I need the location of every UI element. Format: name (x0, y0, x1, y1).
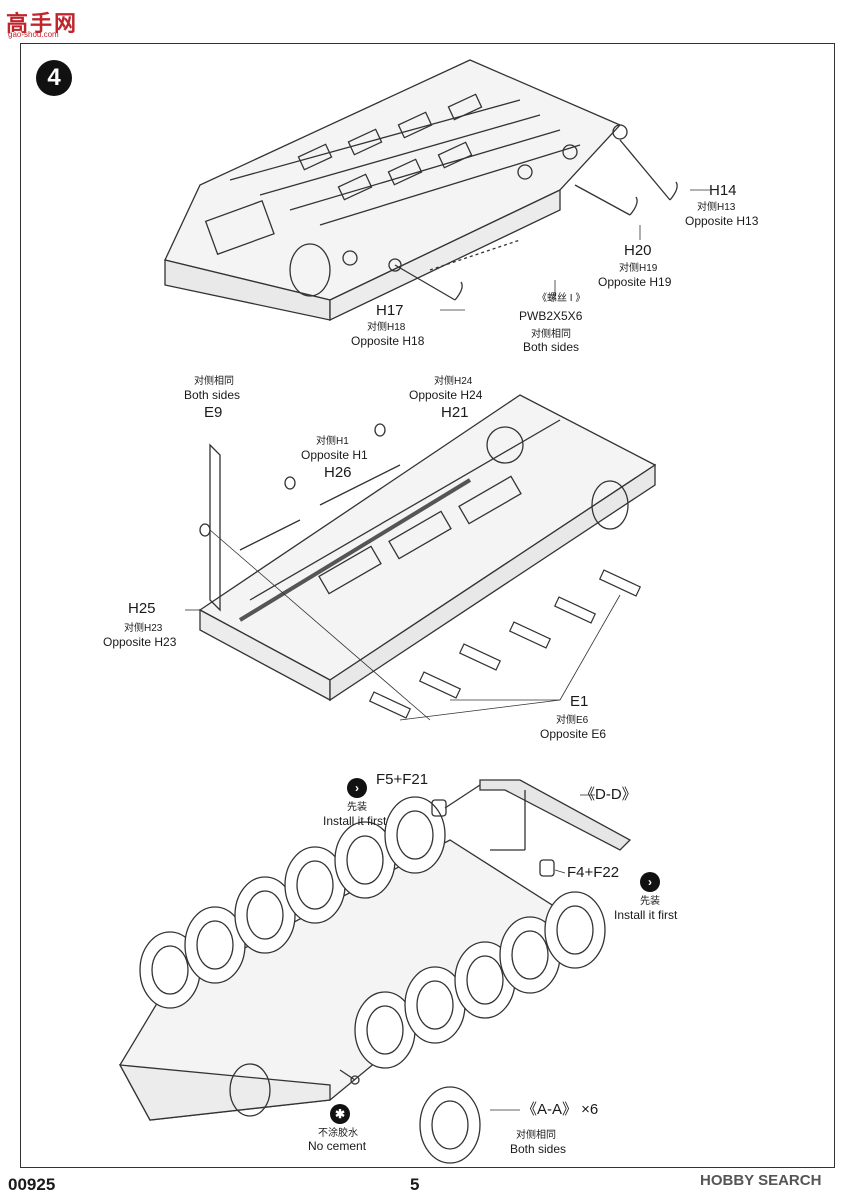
screw-both-sides-en: Both sides (523, 340, 580, 354)
e9-both-sides-cn: 对侧相同 (194, 376, 234, 387)
screw-type-cn: 《螺丝 I 》 (537, 293, 586, 304)
f4-install-first-en: Install it first (614, 908, 678, 922)
screw-part-number: PWB2X5X6 (519, 309, 583, 323)
a-a-both-sides-en: Both sides (510, 1142, 567, 1156)
f5-install-first-en: Install it first (323, 814, 387, 828)
section-label-d-d: 《D-D》 (580, 786, 637, 803)
install-first-icon: › (347, 778, 367, 798)
e1-note-en: Opposite E6 (540, 727, 607, 741)
instruction-frame (20, 43, 835, 1168)
f5-install-first-cn: 先装 (347, 802, 367, 813)
part-note-h20-en: Opposite H19 (598, 275, 672, 289)
e9-both-sides-en: Both sides (184, 388, 241, 402)
product-code: 00925 (8, 1175, 56, 1194)
h26-note-cn: 对侧H1 (316, 436, 349, 447)
part-label-e9: E9 (204, 404, 223, 421)
part-label-h21: H21 (441, 404, 469, 421)
hobby-search-logo: HOBBY SEARCH (700, 1172, 822, 1189)
e1-note-cn: 对侧E6 (556, 715, 589, 726)
install-first-icon: › (640, 872, 660, 892)
no-cement-en: No cement (308, 1139, 367, 1153)
h26-note-en: Opposite H1 (301, 448, 368, 462)
part-label-h26: H26 (324, 464, 352, 481)
part-label-h20: H20 (624, 242, 652, 259)
no-cement-icon: ✱ (330, 1104, 350, 1124)
part-label-f5-f21: F5+F21 (376, 771, 429, 788)
h21-note-en: Opposite H24 (409, 388, 483, 402)
part-note-h14-cn: 对侧H13 (697, 202, 736, 213)
page-number: 5 (410, 1175, 420, 1194)
a-a-both-sides-cn: 对侧相同 (516, 1130, 556, 1141)
part-note-h17-cn: 对侧H18 (367, 322, 406, 333)
part-label-h17: H17 (376, 302, 404, 319)
part-note-h14-en: Opposite H13 (685, 214, 759, 228)
h25-note-cn: 对侧H23 (124, 623, 163, 634)
part-label-f4-f22: F4+F22 (567, 864, 620, 881)
section-label-a-a: 《A-A》 ×6 (522, 1101, 599, 1118)
part-note-h17-en: Opposite H18 (351, 334, 425, 348)
screw-both-sides-cn: 对侧相同 (531, 329, 571, 340)
part-label-h14: H14 (709, 182, 737, 199)
h25-note-en: Opposite H23 (103, 635, 177, 649)
part-note-h20-cn: 对侧H19 (619, 263, 658, 274)
watermark-url: gao-shou.com (8, 30, 59, 39)
part-label-e1: E1 (570, 693, 589, 710)
no-cement-cn: 不涂胶水 (318, 1128, 358, 1139)
h21-note-cn: 对侧H24 (434, 376, 473, 387)
hull-upper-drawing (198, 394, 657, 721)
hull-underside-drawing (164, 59, 678, 322)
hull-with-wheels-drawing (118, 779, 632, 1164)
watermark-logo: 高手网 (6, 11, 79, 36)
f4-install-first-cn: 先装 (640, 896, 660, 907)
part-label-h25: H25 (128, 600, 156, 617)
step-number-badge: 4 (36, 60, 72, 96)
